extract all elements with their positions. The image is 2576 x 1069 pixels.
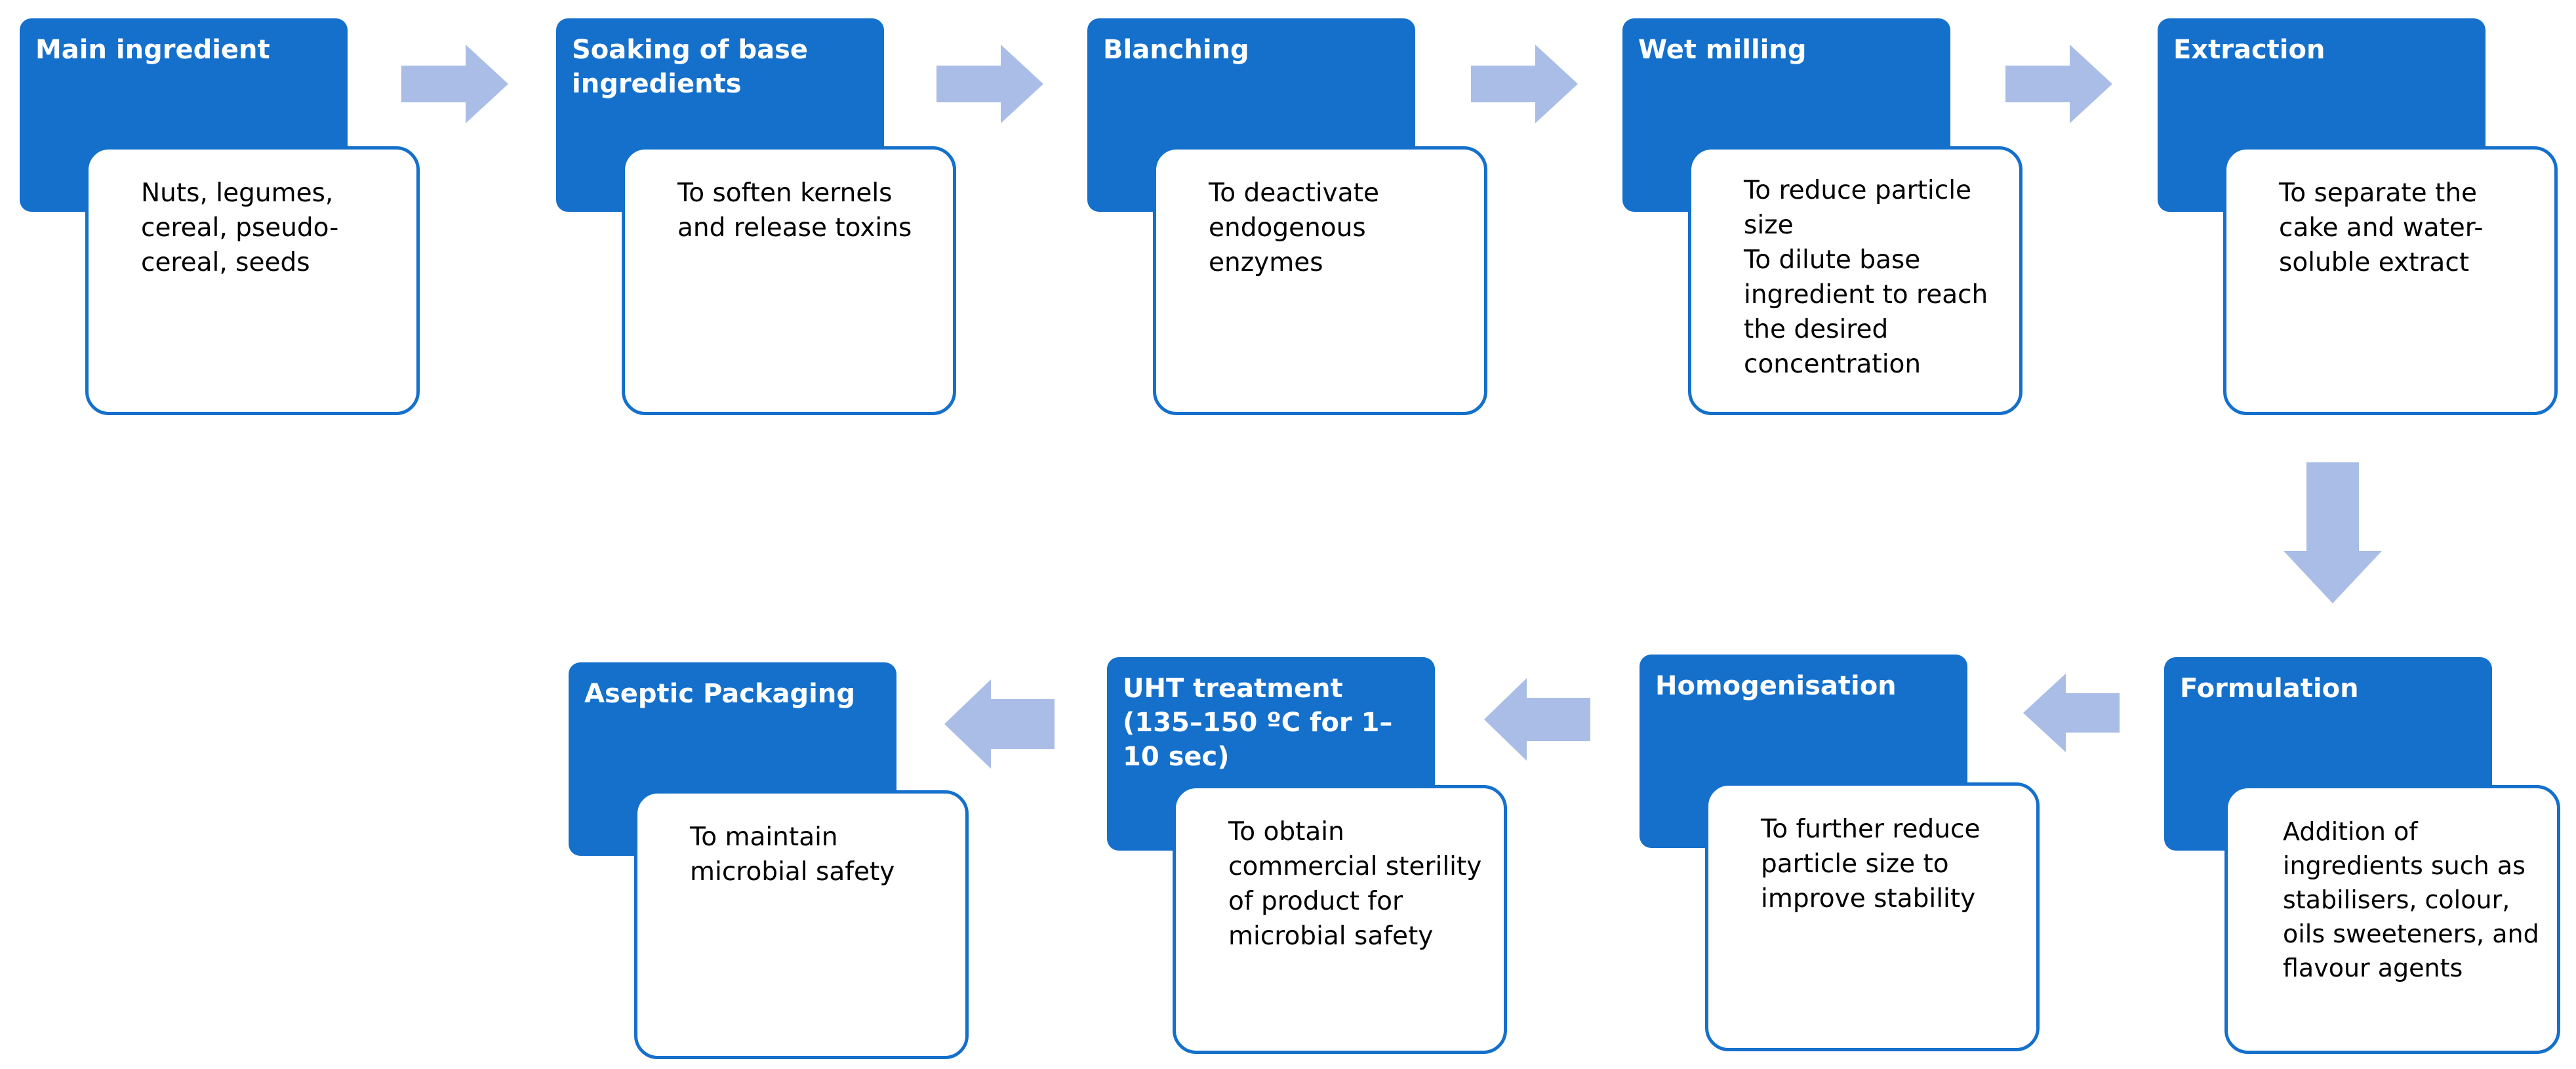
arrow-right-3 [1471, 45, 1578, 123]
step-description: To further reduce particle size to impro… [1705, 782, 2040, 1051]
step-description: To maintain microbial safety [634, 790, 969, 1059]
step-homogenisation: Homogenisation To further reduce particl… [1640, 655, 2040, 1061]
arrow-left-3 [944, 679, 1055, 769]
step-description-text: To deactivate endogenous enzymes [1209, 178, 1379, 277]
step-description-text-2: To dilute base ingredient to reach the d… [1744, 245, 1988, 379]
arrow-down [2284, 462, 2382, 603]
arrow-left-2 [1484, 678, 1590, 761]
step-description-text: To obtain commercial sterility of produc… [1228, 817, 1482, 951]
step-description: To reduce particle size To dilute base i… [1688, 146, 2023, 415]
arrow-left-1 [2023, 674, 2120, 752]
step-description-text: To separate the cake and water-soluble e… [2279, 178, 2484, 277]
step-main-ingredient: Main ingredient Nuts, legumes, cereal, p… [20, 18, 420, 425]
step-description: To separate the cake and water-soluble e… [2223, 146, 2558, 415]
step-formulation: Formulation Addition of ingredients such… [2164, 657, 2560, 1064]
step-description-text: Addition of ingredients such as stabilis… [2283, 817, 2539, 982]
arrow-right-1 [401, 45, 508, 123]
step-description-text: Nuts, legumes, cereal, pseudo-cereal, se… [141, 178, 339, 277]
step-extraction: Extraction To separate the cake and wate… [2158, 18, 2558, 425]
step-description-text: To soften kernels and release toxins [677, 178, 912, 243]
arrow-right-2 [936, 45, 1043, 123]
step-blanching: Blanching To deactivate endogenous enzym… [1087, 18, 1487, 425]
step-description-text: To further reduce particle size to impro… [1761, 815, 1981, 914]
arrow-right-4 [2005, 45, 2112, 123]
step-description: To obtain commercial sterility of produc… [1173, 785, 1507, 1054]
step-aseptic-packaging: Aseptic Packaging To maintain microbial … [569, 662, 969, 1069]
step-description: Addition of ingredients such as stabilis… [2224, 785, 2560, 1054]
step-description: To soften kernels and release toxins [622, 146, 956, 415]
step-wet-milling: Wet milling To reduce particle size To d… [1622, 18, 2023, 425]
step-soaking: Soaking of base ingredients To soften ke… [556, 18, 956, 425]
step-description: Nuts, legumes, cereal, pseudo-cereal, se… [85, 146, 420, 415]
step-description-text: To maintain microbial safety [690, 822, 895, 887]
step-uht-treatment: UHT treatment (135–150 ºC for 1–10 sec) … [1107, 657, 1507, 1064]
step-description-text: To reduce particle size [1744, 176, 1972, 240]
step-description: To deactivate endogenous enzymes [1153, 146, 1487, 415]
